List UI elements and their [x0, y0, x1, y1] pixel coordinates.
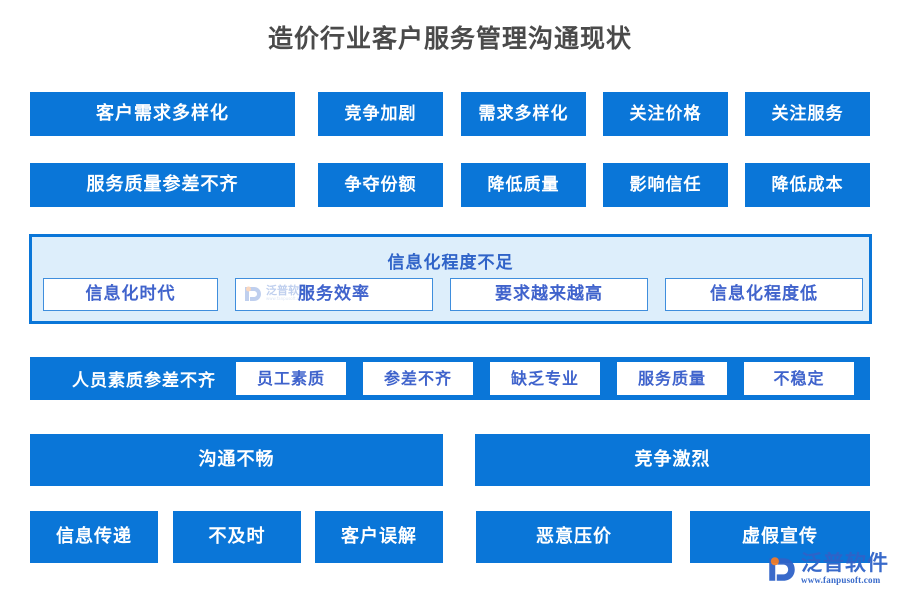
- panel-box-0[interactable]: 信息化时代: [43, 278, 218, 311]
- chip-row5-0[interactable]: 沟通不畅: [30, 434, 443, 486]
- logo-url: www.fanpusoft.com: [801, 575, 881, 585]
- chip-row2-3[interactable]: 影响信任: [603, 163, 728, 207]
- panel-box-3[interactable]: 信息化程度低: [665, 278, 863, 311]
- chip-row2-4[interactable]: 降低成本: [745, 163, 870, 207]
- chip-row1-0[interactable]: 客户需求多样化: [30, 92, 295, 136]
- fanpu-logo-icon: [769, 557, 795, 581]
- panel-box-2[interactable]: 要求越来越高: [450, 278, 648, 311]
- panel-title: 信息化程度不足: [387, 253, 514, 273]
- chip-row1-1[interactable]: 竞争加剧: [318, 92, 443, 136]
- band-box-1[interactable]: 参差不齐: [363, 362, 473, 395]
- logo-name: 泛普软件: [801, 551, 889, 575]
- band-box-0[interactable]: 员工素质: [236, 362, 346, 395]
- chip-row6-3[interactable]: 恶意压价: [476, 511, 672, 563]
- chip-row2-2[interactable]: 降低质量: [461, 163, 586, 207]
- highlight-panel-informatization: 信息化程度不足 信息化时代 服务效率 要求越来越高 信息化程度低: [29, 234, 872, 324]
- band-box-2[interactable]: 缺乏专业: [490, 362, 600, 395]
- page-title: 造价行业客户服务管理沟通现状: [267, 24, 632, 53]
- chip-row6-4[interactable]: 虚假宣传: [690, 511, 870, 563]
- chip-row1-4[interactable]: 关注服务: [745, 92, 870, 136]
- chip-row2-1[interactable]: 争夺份额: [318, 163, 443, 207]
- band-row-staff-quality: 人员素质参差不齐 员工素质 参差不齐 缺乏专业 服务质量 不稳定: [30, 357, 870, 400]
- chip-row6-2[interactable]: 客户误解: [315, 511, 443, 563]
- chip-row1-3[interactable]: 关注价格: [603, 92, 728, 136]
- band-label: 人员素质参差不齐: [72, 371, 216, 391]
- brand-logo: 泛普软件 www.fanpusoft.com: [767, 552, 892, 594]
- band-box-4[interactable]: 不稳定: [744, 362, 854, 395]
- chip-row1-2[interactable]: 需求多样化: [461, 92, 586, 136]
- panel-box-1[interactable]: 服务效率: [235, 278, 433, 311]
- chip-row6-1[interactable]: 不及时: [173, 511, 301, 563]
- chip-row2-0[interactable]: 服务质量参差不齐: [30, 163, 295, 207]
- chip-row6-0[interactable]: 信息传递: [30, 511, 158, 563]
- logo-text-group: 泛普软件 www.fanpusoft.com: [801, 552, 889, 586]
- chip-row5-1[interactable]: 竞争激烈: [475, 434, 870, 486]
- band-box-3[interactable]: 服务质量: [617, 362, 727, 395]
